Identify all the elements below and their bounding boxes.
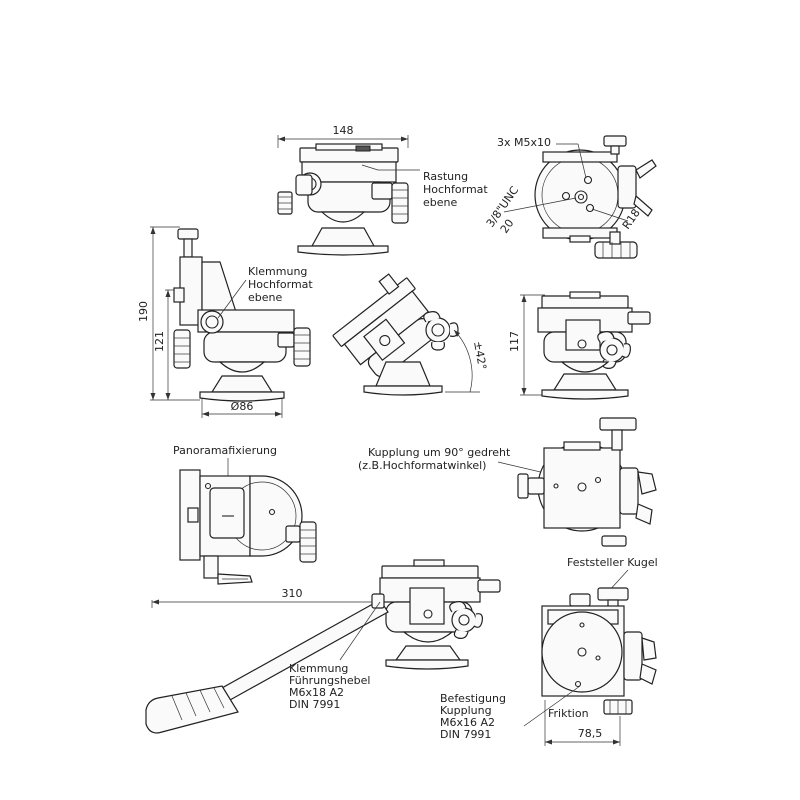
label-rastung-3: ebene bbox=[423, 196, 457, 209]
label-screws-m5x10: 3x M5x10 bbox=[497, 136, 551, 149]
top-view-left: Panoramafixierung bbox=[173, 444, 317, 585]
label-klemmung-fh-3: M6x18 A2 bbox=[289, 686, 344, 699]
label-befestigung-2: Kupplung bbox=[440, 704, 492, 717]
dim-148: 148 bbox=[333, 124, 354, 137]
label-feststeller-kugel: Feststeller Kugel bbox=[567, 556, 658, 569]
dim-diameter-86: Ø86 bbox=[231, 400, 254, 413]
label-friktion: Friktion bbox=[548, 707, 589, 720]
dim-121: 121 bbox=[153, 331, 166, 352]
label-panoramafixierung: Panoramafixierung bbox=[173, 444, 277, 457]
label-rastung-2: Hochformat bbox=[423, 183, 488, 196]
side-view-left: 190 121 Ø86 bbox=[137, 226, 313, 418]
label-kupplung-2: (z.B.Hochformatwinkel) bbox=[358, 459, 486, 472]
label-klemmung-hf-3: ebene bbox=[248, 291, 282, 304]
label-befestigung-1: Befestigung bbox=[440, 692, 506, 705]
front-view-right: 117 bbox=[508, 291, 651, 400]
label-rastung-1: Rastung bbox=[423, 170, 468, 183]
dim-tilt-42: ±42° bbox=[471, 340, 489, 371]
dim-310: 310 bbox=[282, 587, 303, 600]
dim-117: 117 bbox=[508, 331, 521, 352]
dim-190: 190 bbox=[137, 301, 150, 322]
label-klemmung-fh-1: Klemmung bbox=[289, 662, 348, 675]
dim-78-5: 78,5 bbox=[578, 727, 603, 740]
label-befestigung-3: M6x16 A2 bbox=[440, 716, 495, 729]
label-klemmung-hf-2: Hochformat bbox=[248, 278, 313, 291]
front-view-top: 148 Rastung Hochformat ebene bbox=[277, 124, 488, 256]
label-klemmung-fh-4: DIN 7991 bbox=[289, 698, 340, 711]
label-klemmung-hf-1: Klemmung bbox=[248, 265, 307, 278]
label-kupplung-1: Kupplung um 90° gedreht bbox=[368, 446, 511, 459]
bottom-view-top-right: 3x M5x10 3/8"UNC 20 R18 bbox=[484, 135, 657, 259]
top-view-right-rotated: Kupplung um 90° gedreht (z.B.Hochformatw… bbox=[358, 417, 657, 547]
side-view-with-handle: 310 Klemmung Führungshebel M6x18 A2 DIN … bbox=[145, 559, 501, 734]
top-view-bottom-right: Feststeller Kugel Friktion 78,5 Befestig… bbox=[440, 556, 658, 746]
label-klemmung-fh-2: Führungshebel bbox=[289, 674, 370, 687]
label-befestigung-4: DIN 7991 bbox=[440, 728, 491, 741]
tilted-view-center: ±42° bbox=[332, 273, 489, 396]
